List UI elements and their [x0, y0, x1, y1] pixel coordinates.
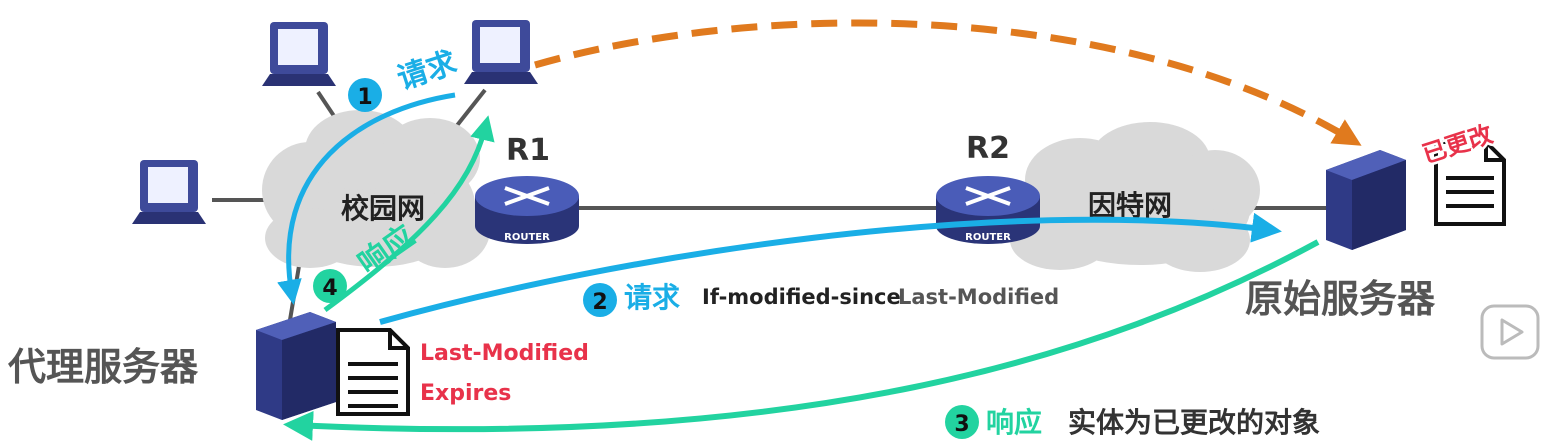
router-icon	[965, 186, 1011, 206]
step-4-badge: 4	[313, 269, 347, 303]
internet-cloud	[1010, 122, 1260, 272]
computer-icon	[132, 160, 206, 224]
step-2-number: 2	[592, 290, 607, 315]
play-icon	[1500, 318, 1524, 346]
step-3-number: 3	[954, 412, 969, 437]
origin-server: 原始服务器	[1245, 150, 1436, 321]
step-2-header-value: Last-Modified	[898, 285, 1059, 309]
router-r1: R1 ROUTER	[475, 133, 579, 244]
router-r2-badge: ROUTER	[965, 232, 1011, 243]
step-2-header-name: If-modified-since	[702, 285, 901, 309]
step-3-badge: 3	[945, 405, 979, 439]
router-r1-label: R1	[506, 133, 550, 168]
cache-doc-last-modified: Last-Modified	[420, 341, 589, 366]
campus-cloud	[262, 110, 490, 268]
link-pc-main	[453, 88, 487, 130]
play-button[interactable]	[1480, 304, 1540, 360]
computer-icon	[464, 20, 538, 84]
dashed-arrow	[534, 19, 1362, 146]
step-3-desc: 实体为已更改的对象	[1068, 406, 1320, 439]
router-r2-label: R2	[966, 131, 1010, 166]
document-icon	[1434, 140, 1506, 226]
arrow-response-4	[323, 115, 495, 313]
router-icon	[504, 186, 550, 206]
proxy-server: 代理服务器	[8, 312, 336, 420]
campus-cloud-label: 校园网	[341, 192, 425, 225]
router-r2: R2 ROUTER	[936, 131, 1040, 244]
step-1-label: 请求	[393, 45, 461, 97]
step-2-badge: 2	[583, 283, 617, 317]
cache-doc-expires: Expires	[420, 381, 511, 406]
proxy-server-label: 代理服务器	[8, 345, 199, 389]
step-1-number: 1	[357, 85, 372, 110]
step-2-label: 请求	[624, 281, 680, 314]
arrow-request-2	[379, 212, 1282, 325]
internet-cloud-label: 因特网	[1088, 189, 1172, 222]
arrow-request-1	[277, 92, 456, 305]
step-3-label: 响应	[986, 406, 1042, 439]
origin-server-label: 原始服务器	[1245, 277, 1436, 321]
arrow-response-3	[283, 239, 1320, 441]
computer-icon	[262, 22, 336, 86]
document-icon	[336, 328, 410, 416]
step-1-badge: 1	[348, 78, 382, 112]
step-4-number: 4	[322, 276, 337, 301]
router-r1-badge: ROUTER	[504, 232, 550, 243]
